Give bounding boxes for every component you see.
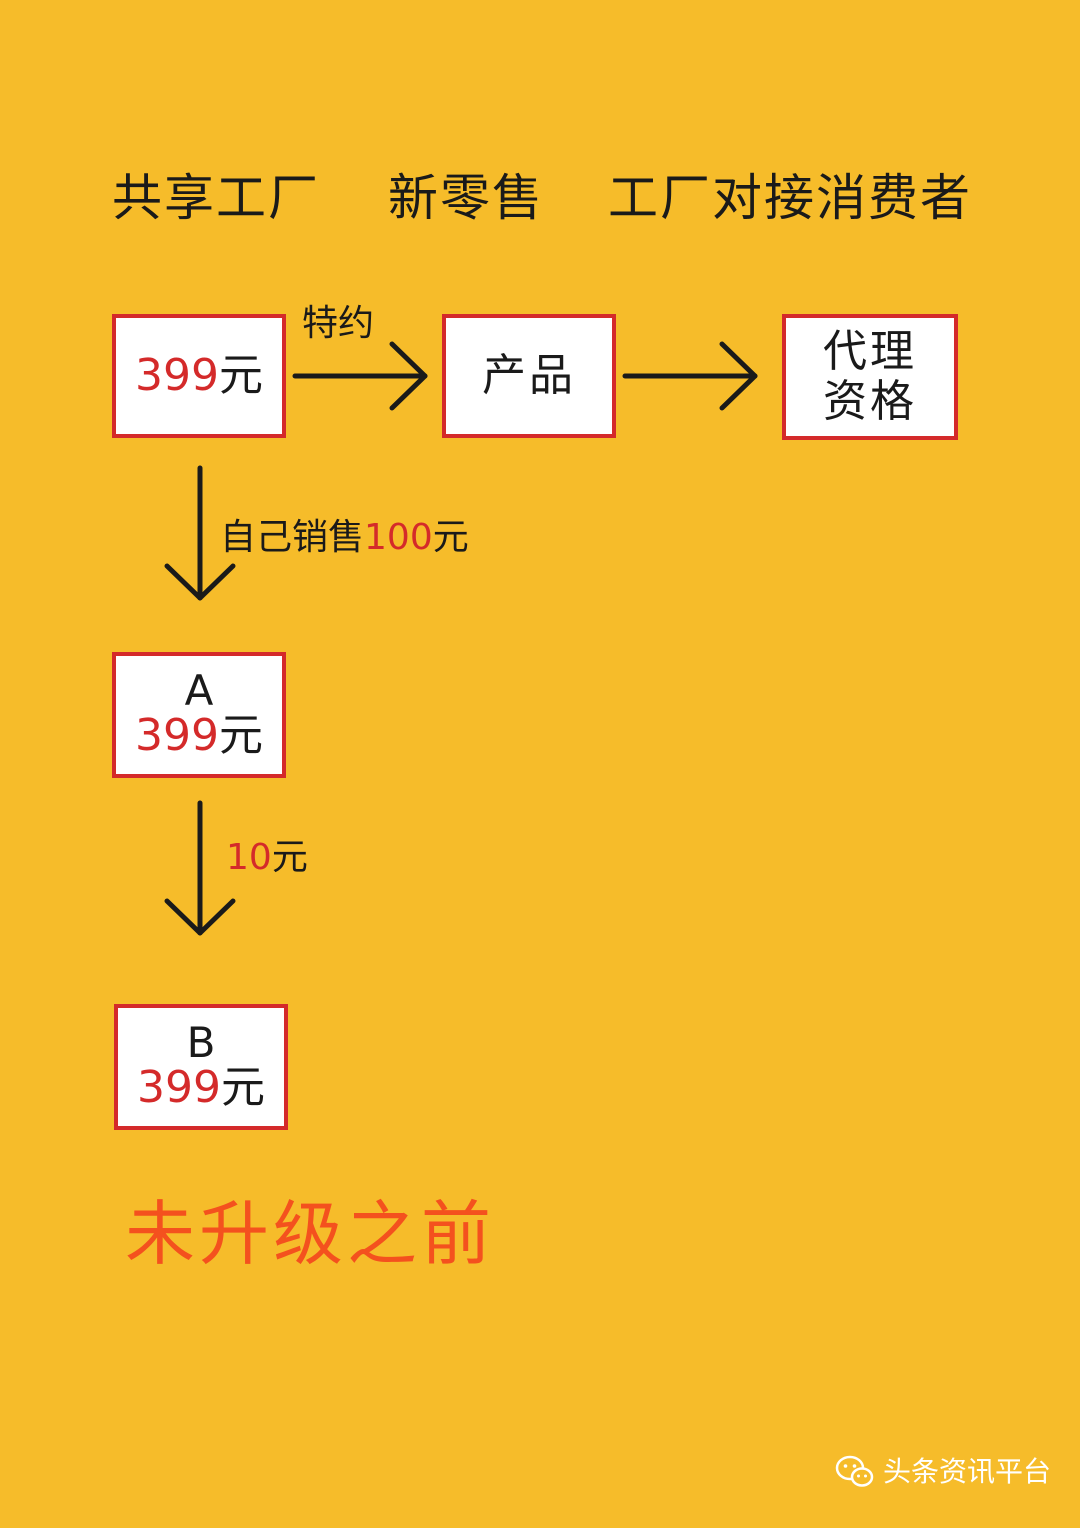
wechat-icon [835,1455,874,1487]
watermark-text: 头条资讯平台 [883,1455,1052,1488]
arrow-start-to-product [292,341,428,411]
node-b-amount: 399 [137,1062,221,1113]
node-product-label: 产品 [482,350,576,401]
node-start-unit: 元 [218,350,263,401]
footer-title-before-upgrade: 未升级之前 [125,1193,495,1275]
node-start: 399元 [112,314,286,438]
node-start-amount: 399 [135,350,219,401]
arrow-a-to-b [164,800,236,936]
node-a-letter: A [184,666,214,715]
node-a: A 399元 [112,652,286,778]
watermark: 头条资讯平台 [835,1454,1051,1490]
self-sale-unit: 元 [432,517,469,558]
title-shared-factory: 共享工厂 [112,169,320,227]
self-sale-amount: 100 [364,517,433,558]
node-b: B 399元 [114,1004,288,1130]
arrow-start-to-a [164,465,236,601]
node-a-unit: 元 [218,710,263,761]
node-start-price: 399元 [135,352,263,400]
node-agent-line1: 代理 [823,326,917,377]
node-agent-line2: 资格 [823,376,917,427]
arrow-product-to-agent [622,341,758,411]
title-factory-to-consumer: 工厂对接消费者 [608,169,972,227]
ten-yuan-amount: 10 [226,837,272,878]
self-sale-text: 自己销售 [220,517,365,558]
edge-label-self-sale: 自己销售100元 [220,518,469,558]
node-b-unit: 元 [220,1062,265,1113]
title-new-retail: 新零售 [388,169,544,227]
node-a-price: 399元 [135,712,263,760]
edge-label-ten-yuan: 10元 [226,838,308,878]
ten-yuan-unit: 元 [271,837,308,878]
node-b-letter: B [186,1018,216,1067]
node-product: 产品 [442,314,616,438]
node-b-price: 399元 [137,1064,265,1112]
node-agent-qualification: 代理 资格 [782,314,958,440]
edge-label-special: 特约 [302,303,375,344]
node-a-amount: 399 [135,710,219,761]
